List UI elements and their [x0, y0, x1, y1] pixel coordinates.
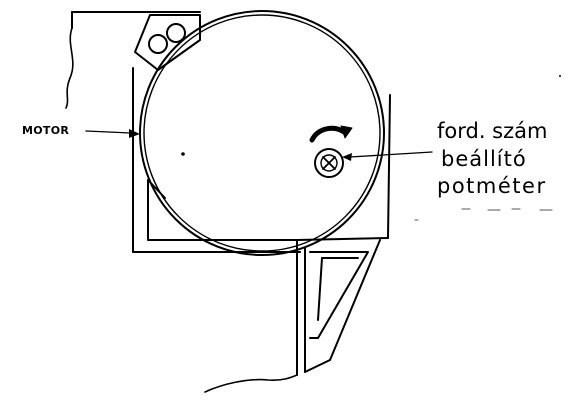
stray-dot [559, 75, 561, 77]
potentiometer [314, 148, 344, 178]
motor-center-mark [181, 152, 185, 156]
top-left-break-line [65, 27, 74, 109]
motor-label: MOTOR [22, 124, 70, 137]
potentiometer-label-line-3: potméter [437, 174, 547, 198]
scan-marks [414, 208, 553, 221]
clamp-screw-1 [148, 34, 168, 54]
housing-top-edge [71, 11, 201, 29]
bottom-break-line [204, 374, 298, 393]
potentiometer-leader-line [342, 151, 433, 161]
motor-leader-line [85, 129, 140, 138]
clamp-screw-2 [166, 23, 186, 43]
potentiometer-label-line-2: beállító [441, 147, 527, 171]
potentiometer-label-line-1: ford. szám [437, 119, 548, 143]
mounting-bracket [132, 67, 391, 376]
mounting-clamp [134, 14, 201, 71]
rotation-arrow [309, 125, 353, 143]
